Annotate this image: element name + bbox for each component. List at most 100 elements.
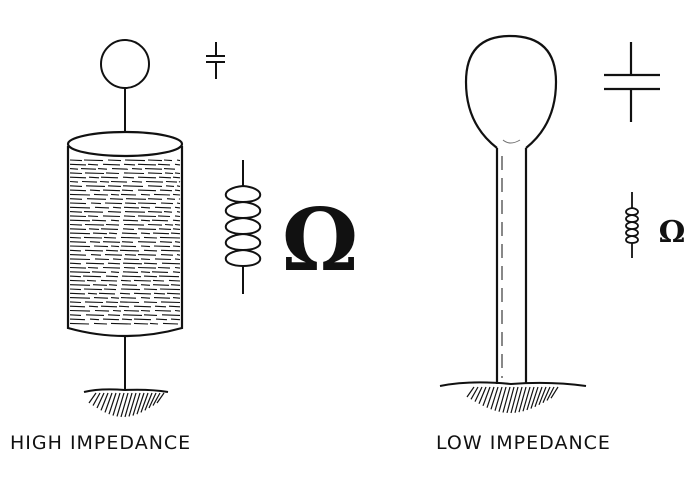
hatch-stroke: [119, 249, 140, 252]
hatch-stroke: [174, 215, 181, 218]
hatch-stroke: [107, 211, 122, 213]
hatch-stroke: [69, 284, 91, 286]
hatch-stroke: [82, 275, 102, 278]
hatch-stroke: [69, 275, 82, 278]
hatch-stroke: [123, 258, 140, 261]
hatch-stroke: [110, 180, 128, 183]
hatch-stroke: [84, 223, 105, 226]
hatch-stroke: [474, 386, 483, 402]
hatch-stroke: [105, 275, 119, 278]
hatch-stroke: [107, 159, 122, 162]
hatch-stroke: [118, 305, 130, 308]
hatch-stroke: [69, 292, 86, 295]
hatch-stroke: [93, 322, 108, 325]
hatch-stroke: [98, 292, 116, 295]
hatch-stroke: [69, 215, 87, 218]
hatch-stroke: [132, 392, 141, 416]
hatch-stroke: [88, 176, 100, 179]
hatch-stroke: [140, 271, 151, 273]
hatch-stroke: [144, 392, 153, 411]
hatch-stroke: [174, 241, 181, 243]
hatch-stroke: [105, 301, 119, 304]
hatch-stroke: [122, 314, 143, 316]
hatch-stroke: [158, 275, 180, 278]
hatch-stroke: [120, 279, 132, 282]
hatch-stroke: [120, 392, 129, 418]
hatch-stroke: [85, 314, 105, 316]
low-impedance-panel: Ω LOW IMPEDANCE: [436, 34, 685, 454]
hatch-stroke: [482, 386, 491, 407]
hatch-stroke: [143, 314, 158, 316]
hatch-stroke: [103, 288, 117, 291]
hatch-stroke: [69, 249, 82, 252]
hatch-stroke: [137, 176, 157, 179]
hatch-stroke: [108, 392, 117, 415]
hatch-stroke: [170, 318, 181, 321]
hatch-stroke: [112, 309, 122, 312]
hatch-stroke: [144, 168, 163, 170]
hatch-stroke: [80, 168, 97, 170]
hatch-stroke: [174, 266, 181, 269]
hatch-stroke: [93, 193, 109, 196]
hatch-stroke: [102, 163, 121, 166]
hatch-stroke: [100, 279, 118, 282]
hatch-stroke: [69, 202, 87, 205]
hatch-stroke: [522, 386, 531, 412]
hatch-stroke: [87, 163, 99, 166]
hatch-stroke: [157, 163, 171, 166]
hatch-stroke: [69, 254, 87, 256]
hatch-stroke: [140, 245, 151, 248]
hatch-stroke: [176, 254, 181, 256]
hatch-stroke: [143, 301, 158, 304]
hatch-stroke: [120, 288, 141, 291]
hatch-stroke: [158, 228, 172, 230]
hatch-stroke: [86, 279, 97, 282]
hatch-stroke: [69, 228, 87, 230]
hatch-stroke: [137, 254, 157, 256]
hatch-stroke: [85, 262, 105, 265]
hatch-stroke: [137, 266, 157, 269]
hatch-stroke: [69, 236, 82, 239]
hatch-stroke: [172, 193, 181, 196]
hatch-stroke: [506, 386, 515, 414]
hatch-stroke: [538, 386, 547, 406]
hatch-stroke: [176, 211, 181, 213]
hatch-stroke: [155, 318, 168, 321]
hatch-stroke: [125, 198, 147, 200]
hatch-stroke: [174, 172, 181, 175]
hatch-stroke: [133, 318, 152, 321]
hatch-stroke: [168, 279, 181, 282]
hatch-stroke: [153, 292, 166, 295]
hatch-stroke: [69, 180, 79, 183]
hatch-stroke: [137, 202, 157, 205]
hatch-stroke: [168, 305, 181, 308]
hatch-stroke: [69, 314, 82, 316]
hatch-stroke: [470, 386, 479, 400]
hatch-stroke: [133, 322, 149, 325]
hatch-stroke: [102, 215, 121, 218]
hatch-stroke: [102, 241, 121, 243]
hatch-stroke: [107, 314, 121, 316]
hatch-stroke: [163, 168, 176, 170]
hatch-stroke: [69, 232, 91, 235]
hatch-stroke: [174, 309, 181, 312]
hatch-stroke: [110, 322, 132, 325]
hatch-stroke: [149, 322, 159, 325]
hatch-stroke: [124, 392, 133, 418]
large-top-ball: [464, 34, 558, 149]
hatch-stroke: [526, 386, 535, 411]
hatch-stroke: [103, 236, 117, 239]
hatch-stroke: [96, 392, 105, 409]
hatch-stroke: [502, 386, 511, 413]
hatch-stroke: [178, 181, 181, 183]
hatch-stroke: [534, 386, 543, 407]
hatch-stroke: [83, 288, 103, 291]
hatch-stroke: [85, 185, 106, 187]
hatch-stroke: [89, 318, 100, 321]
hatch-stroke: [143, 262, 158, 265]
hatch-stroke: [100, 228, 119, 230]
hatch-stroke: [162, 322, 179, 325]
hatch-stroke: [143, 275, 158, 278]
hatch-stroke: [110, 245, 120, 248]
